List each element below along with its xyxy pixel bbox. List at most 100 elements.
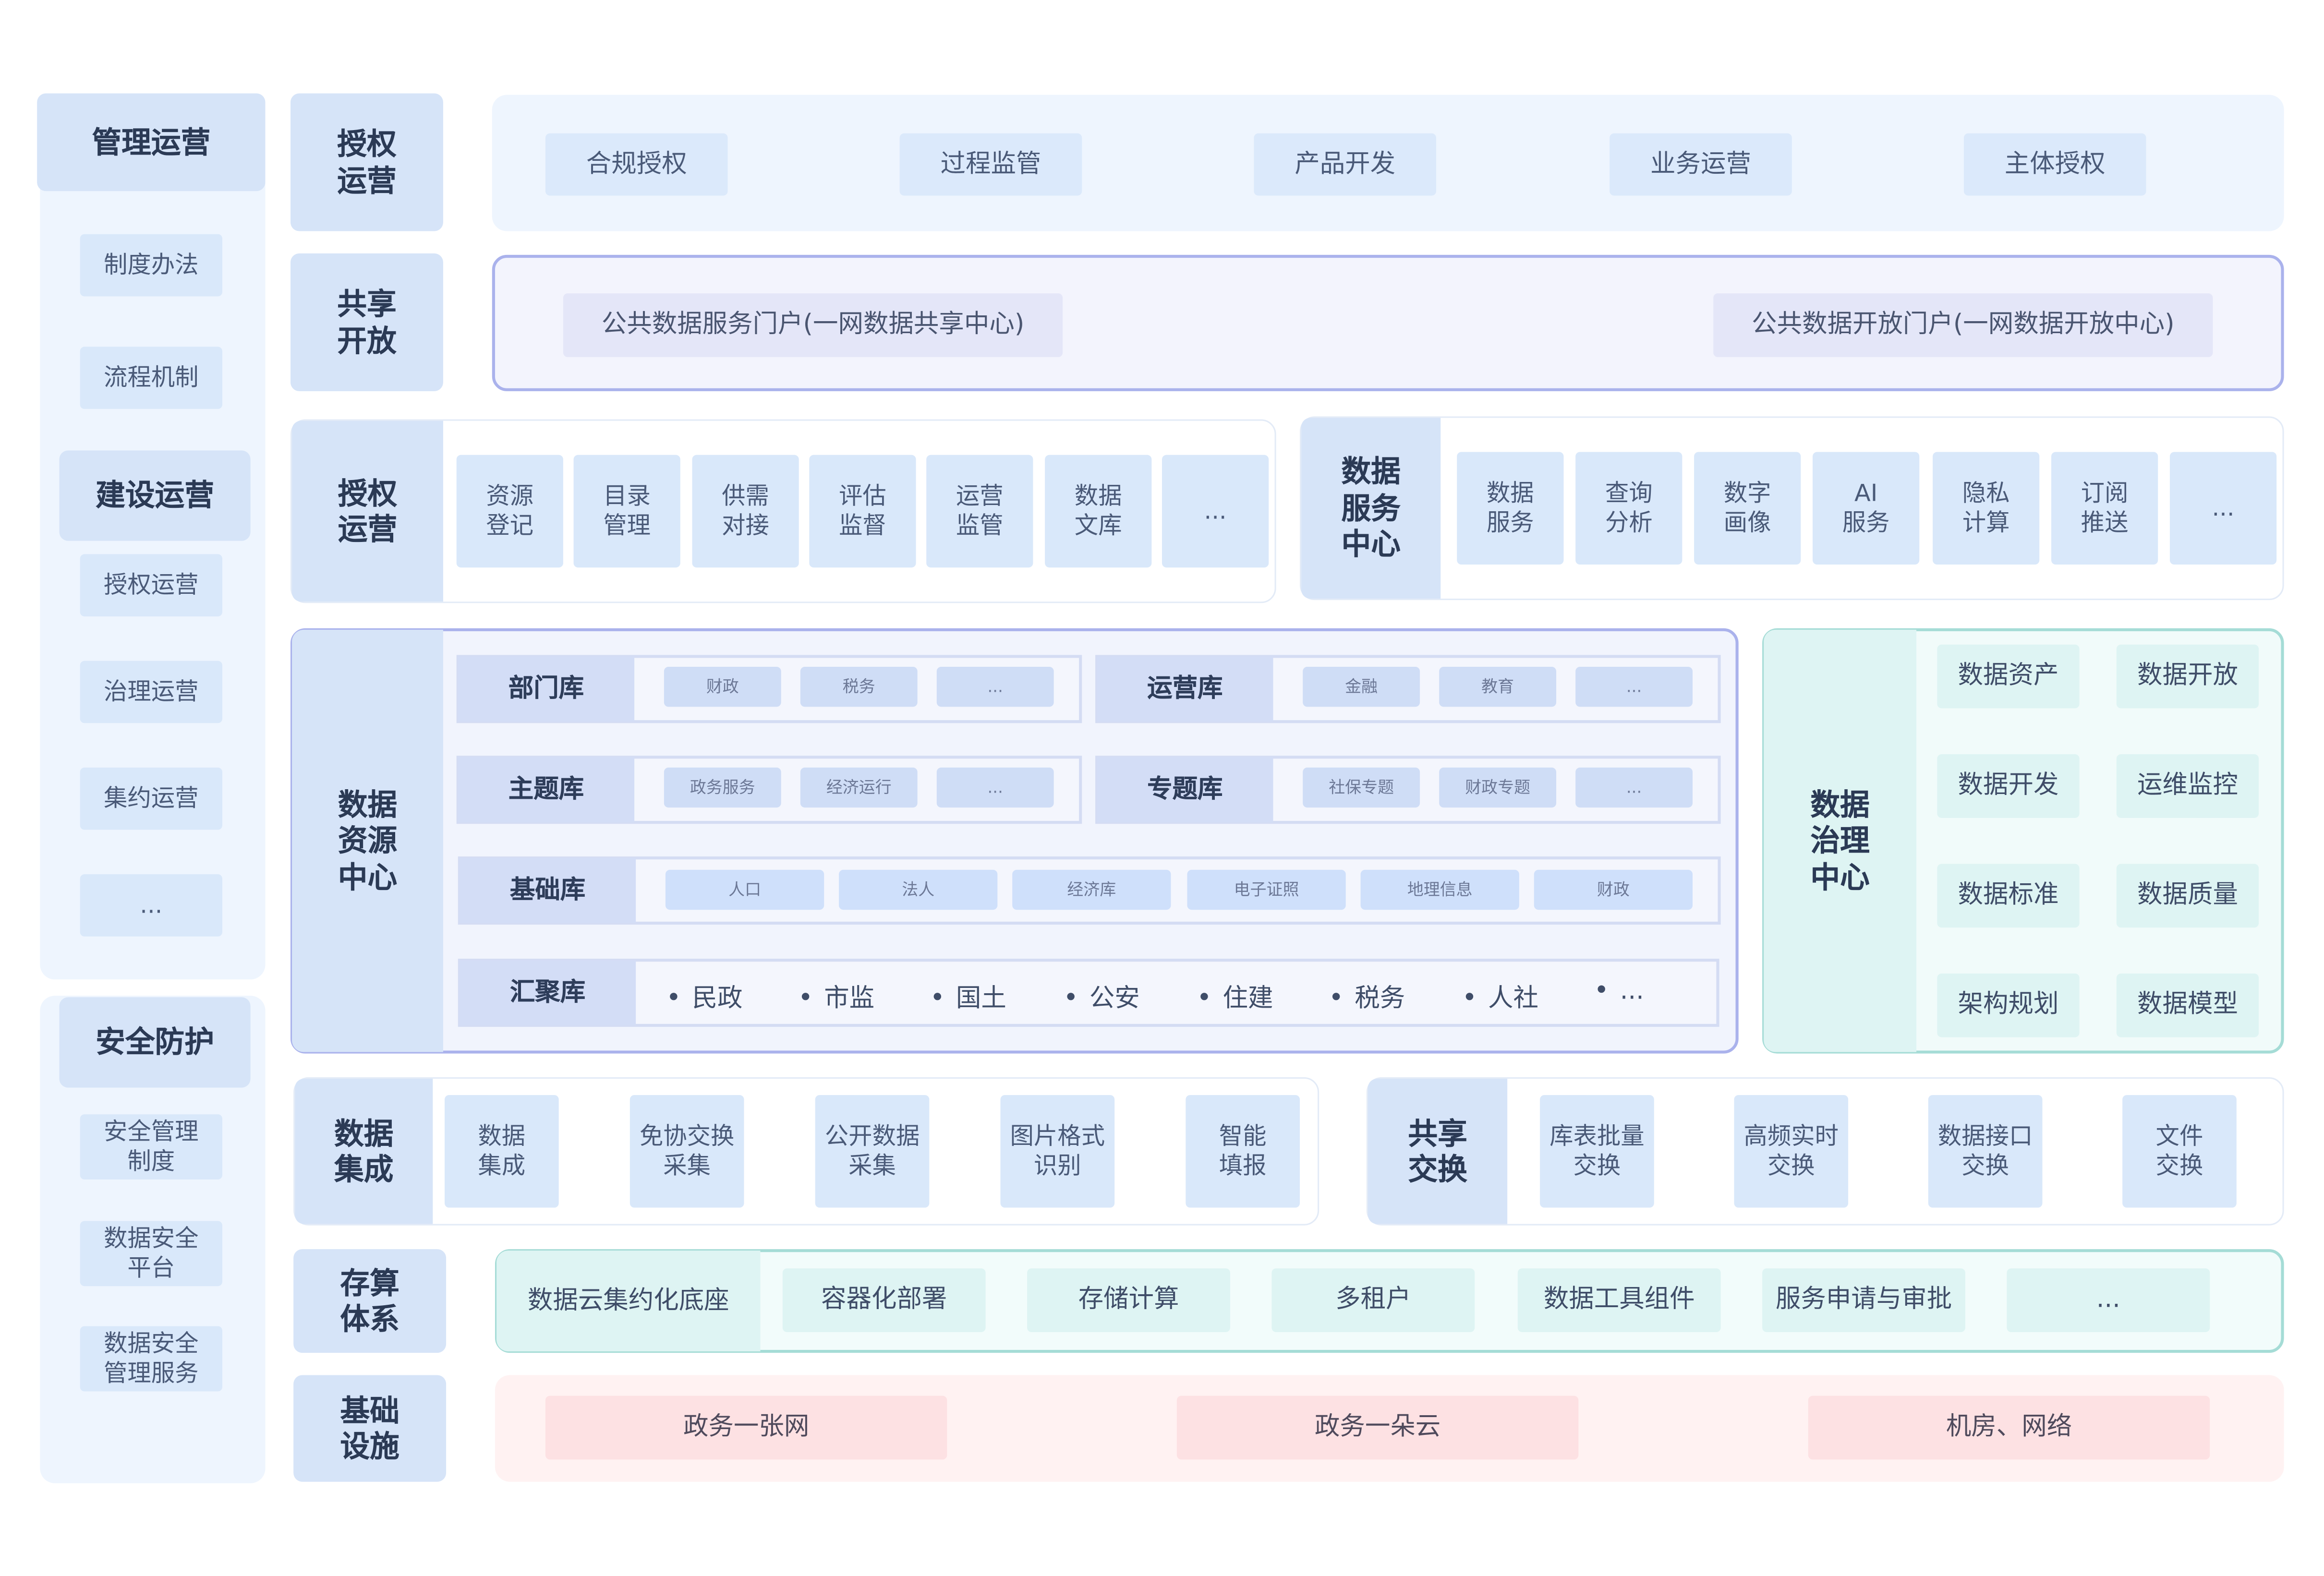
data-service-item: 查询 分析 xyxy=(1575,452,1682,565)
exchange-item: 库表批量 交换 xyxy=(1540,1095,1654,1208)
governance-item: 数据资产 xyxy=(1937,644,2080,709)
exchange-item: 高频实时 交换 xyxy=(1734,1095,1849,1208)
infrastructure-label: 基础 设施 xyxy=(293,1375,447,1482)
construction-item: ... xyxy=(80,874,223,937)
gather-lib-item: 人社 xyxy=(1465,976,1538,1013)
operation-item: 评估 监督 xyxy=(809,455,916,568)
storage-compute-item: 数据工具组件 xyxy=(1517,1268,1721,1332)
storage-compute-item: 多租户 xyxy=(1271,1268,1475,1332)
security-item: 安全管理 制度 xyxy=(80,1114,223,1180)
data-service-item: ... xyxy=(2169,452,2277,565)
management-item: 流程机制 xyxy=(80,347,223,409)
exchange-item: 文件 交换 xyxy=(2122,1095,2237,1208)
ops-lib-label: 运营库 xyxy=(1097,656,1273,722)
dept-lib-item: ... xyxy=(936,667,1054,707)
operation-item: 供需 对接 xyxy=(692,455,799,568)
ops-lib-item: 金融 xyxy=(1303,667,1420,707)
operation-item: 运营 监管 xyxy=(926,455,1033,568)
governance-item: 架构规划 xyxy=(1937,973,2080,1037)
theme-lib-item: ... xyxy=(936,767,1054,808)
infrastructure-item: 政务一张网 xyxy=(545,1396,947,1460)
storage-compute-item: 容器化部署 xyxy=(782,1268,986,1332)
base-lib-item: 经济库 xyxy=(1012,869,1171,910)
storage-compute-item: ... xyxy=(2007,1268,2210,1332)
gather-lib-item: 住建 xyxy=(1200,976,1273,1013)
ops-lib-item: ... xyxy=(1575,667,1693,707)
operation-item: 数据 文库 xyxy=(1045,455,1152,568)
gather-lib-label: 汇聚库 xyxy=(459,960,636,1025)
construction-title: 建设运营 xyxy=(59,450,251,541)
authorization-item: 主体授权 xyxy=(1963,133,2146,196)
authorization-item: 过程监管 xyxy=(899,133,1082,196)
operation-label: 授权 运营 xyxy=(292,421,443,602)
infrastructure-item: 政务一朵云 xyxy=(1176,1396,1579,1460)
integration-item: 数据 集成 xyxy=(445,1095,559,1208)
integration-item: 图片格式 识别 xyxy=(1000,1095,1115,1208)
authorization-item: 合规授权 xyxy=(545,133,728,196)
governance-item: 数据模型 xyxy=(2116,973,2259,1037)
sharing-label: 共享 开放 xyxy=(290,253,443,391)
gather-lib-item: ... xyxy=(1598,976,1644,1006)
topic-lib-item: 社保专题 xyxy=(1303,767,1420,808)
integration-item: 公开数据 采集 xyxy=(815,1095,930,1208)
governance-item: 数据开发 xyxy=(1937,754,2080,818)
gather-lib-row xyxy=(458,959,1719,1027)
base-lib-item: 地理信息 xyxy=(1360,869,1519,910)
ops-lib-item: 教育 xyxy=(1439,667,1557,707)
topic-lib-item: 财政专题 xyxy=(1439,767,1557,808)
gather-lib-item: 国土 xyxy=(933,976,1006,1013)
gather-lib-item: 税务 xyxy=(1332,976,1405,1013)
operation-item: 资源 登记 xyxy=(456,455,563,568)
data-resource-label: 数据 资源 中心 xyxy=(292,629,443,1052)
data-service-item: 数字 画像 xyxy=(1694,452,1801,565)
topic-lib-item: ... xyxy=(1575,767,1693,808)
storage-compute-lead: 数据云集约化底座 xyxy=(496,1251,761,1352)
shared-exchange-label: 共享 交换 xyxy=(1368,1079,1508,1224)
data-service-item: 隐私 计算 xyxy=(1933,452,2040,565)
dept-lib-label: 部门库 xyxy=(458,656,635,722)
base-lib-label: 基础库 xyxy=(459,858,636,924)
authorization-item: 产品开发 xyxy=(1254,133,1437,196)
dept-lib-item: 财政 xyxy=(664,667,781,707)
data-integration-label: 数据 集成 xyxy=(295,1079,433,1224)
sharing-portal: 公共数据开放门户(一网数据开放中心) xyxy=(1713,293,2213,357)
governance-item: 运维监控 xyxy=(2116,754,2259,818)
storage-compute-item: 服务申请与审批 xyxy=(1762,1268,1965,1332)
infrastructure-item: 机房、网络 xyxy=(1808,1396,2210,1460)
management-title: 管理运营 xyxy=(37,93,266,192)
data-service-label: 数据 服务 中心 xyxy=(1301,418,1441,599)
base-lib-item: 人口 xyxy=(665,869,824,910)
authorization-label: 授权 运营 xyxy=(290,93,443,231)
integration-item: 智能 填报 xyxy=(1186,1095,1300,1208)
storage-compute-label: 存算 体系 xyxy=(293,1249,447,1353)
integration-item: 免协交换 采集 xyxy=(629,1095,744,1208)
base-lib-item: 电子证照 xyxy=(1187,869,1346,910)
data-service-item: 订阅 推送 xyxy=(2051,452,2158,565)
governance-item: 数据开放 xyxy=(2116,644,2259,709)
governance-item: 数据质量 xyxy=(2116,864,2259,928)
base-lib-item: 法人 xyxy=(839,869,998,910)
exchange-item: 数据接口 交换 xyxy=(1928,1095,2043,1208)
data-service-item: AI 服务 xyxy=(1813,452,1920,565)
sharing-portal: 公共数据服务门户(一网数据共享中心) xyxy=(563,293,1063,357)
data-service-item: 数据 服务 xyxy=(1457,452,1564,565)
gather-lib-item: 公安 xyxy=(1067,976,1140,1013)
authorization-item: 业务运营 xyxy=(1610,133,1792,196)
security-item: 数据安全 平台 xyxy=(80,1221,223,1287)
base-lib-item: 财政 xyxy=(1534,869,1693,910)
construction-item: 授权运营 xyxy=(80,554,223,617)
operation-item: 目录 管理 xyxy=(573,455,680,568)
management-item: 制度办法 xyxy=(80,234,223,297)
operation-item: ... xyxy=(1162,455,1269,568)
data-governance-label: 数据 治理 中心 xyxy=(1764,629,1917,1052)
dept-lib-item: 税务 xyxy=(800,667,918,707)
theme-lib-item: 政务服务 xyxy=(664,767,781,808)
theme-lib-label: 主题库 xyxy=(458,757,635,823)
governance-item: 数据标准 xyxy=(1937,864,2080,928)
theme-lib-item: 经济运行 xyxy=(800,767,918,808)
construction-item: 集约运营 xyxy=(80,767,223,830)
topic-lib-label: 专题库 xyxy=(1097,757,1273,823)
storage-compute-item: 存储计算 xyxy=(1027,1268,1230,1332)
security-title: 安全防护 xyxy=(59,997,251,1088)
